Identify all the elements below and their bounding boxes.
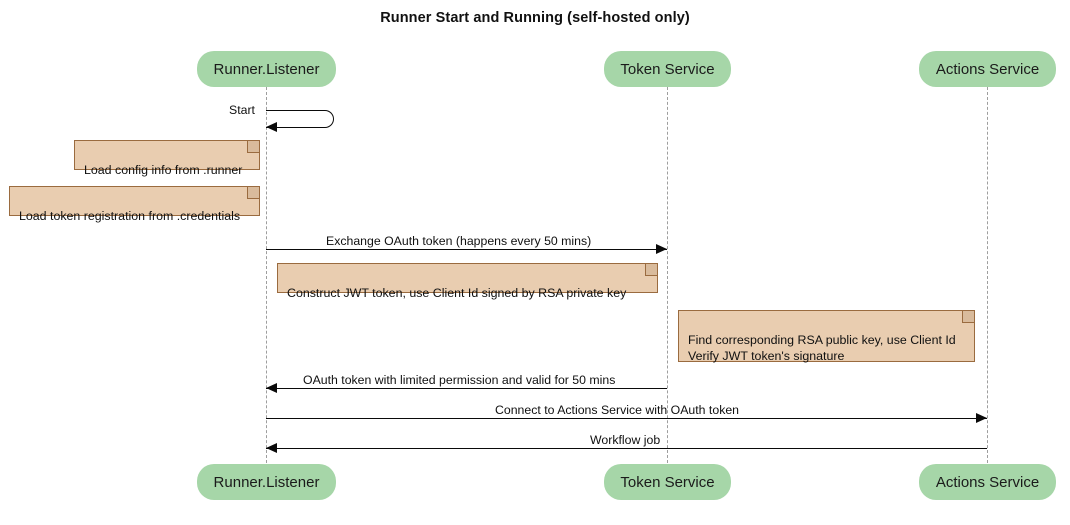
note-fold-corner-icon	[645, 264, 657, 276]
participant-label: Token Service	[620, 60, 715, 78]
participant-actions-top[interactable]: Actions Service	[919, 51, 1056, 87]
participant-label: Runner.Listener	[213, 60, 320, 78]
arrowhead-exchange-oauth-token	[656, 243, 667, 254]
note-text: Find corresponding RSA public key, use C…	[688, 333, 956, 363]
participant-token-bottom[interactable]: Token Service	[604, 464, 731, 500]
message-self-loop-start	[266, 110, 334, 128]
message-label-connect-actions-service: Connect to Actions Service with OAuth to…	[495, 403, 740, 417]
message-label-workflow-job: Workflow job	[590, 433, 661, 447]
note-fold-corner-icon	[962, 311, 974, 323]
note-load-config: Load config info from .runner	[74, 140, 260, 177]
message-line-exchange-oauth-token	[266, 249, 667, 250]
participant-label: Token Service	[620, 473, 715, 491]
participant-actions-bottom[interactable]: Actions Service	[919, 464, 1056, 500]
participant-label: Actions Service	[935, 473, 1040, 491]
participant-runner-bottom[interactable]: Runner.Listener	[197, 464, 336, 500]
note-text: Load config info from .runner	[84, 163, 243, 177]
note-construct-jwt: Construct JWT token, use Client Id signe…	[277, 263, 658, 300]
message-line-workflow-job	[266, 448, 987, 449]
participant-runner-top[interactable]: Runner.Listener	[197, 51, 336, 87]
message-label-oauth-token-reply: OAuth token with limited permission and …	[303, 373, 616, 387]
lifeline-token	[667, 87, 668, 463]
message-line-oauth-token-reply	[266, 388, 667, 389]
participant-label: Actions Service	[935, 60, 1040, 78]
arrowhead-start	[266, 122, 277, 132]
page-title: Runner Start and Running (self-hosted on…	[380, 10, 690, 26]
message-line-connect-actions-service	[266, 418, 987, 419]
message-label-start: Start	[229, 103, 255, 117]
note-text: Construct JWT token, use Client Id signe…	[287, 286, 627, 300]
arrowhead-oauth-token-reply	[266, 382, 277, 393]
message-label-exchange-oauth-token: Exchange OAuth token (happens every 50 m…	[326, 234, 592, 248]
participant-label: Runner.Listener	[213, 473, 320, 491]
note-verify-jwt: Find corresponding RSA public key, use C…	[678, 310, 975, 363]
arrowhead-connect-actions-service	[976, 412, 987, 423]
note-load-token-registration: Load token registration from .credential…	[9, 186, 260, 223]
participant-token-top[interactable]: Token Service	[604, 51, 731, 87]
arrowhead-workflow-job	[266, 442, 277, 453]
note-fold-corner-icon	[247, 187, 259, 199]
note-fold-corner-icon	[247, 141, 259, 153]
lifeline-actions	[987, 87, 988, 463]
note-text: Load token registration from .credential…	[19, 209, 241, 223]
lifeline-runner	[266, 87, 267, 463]
